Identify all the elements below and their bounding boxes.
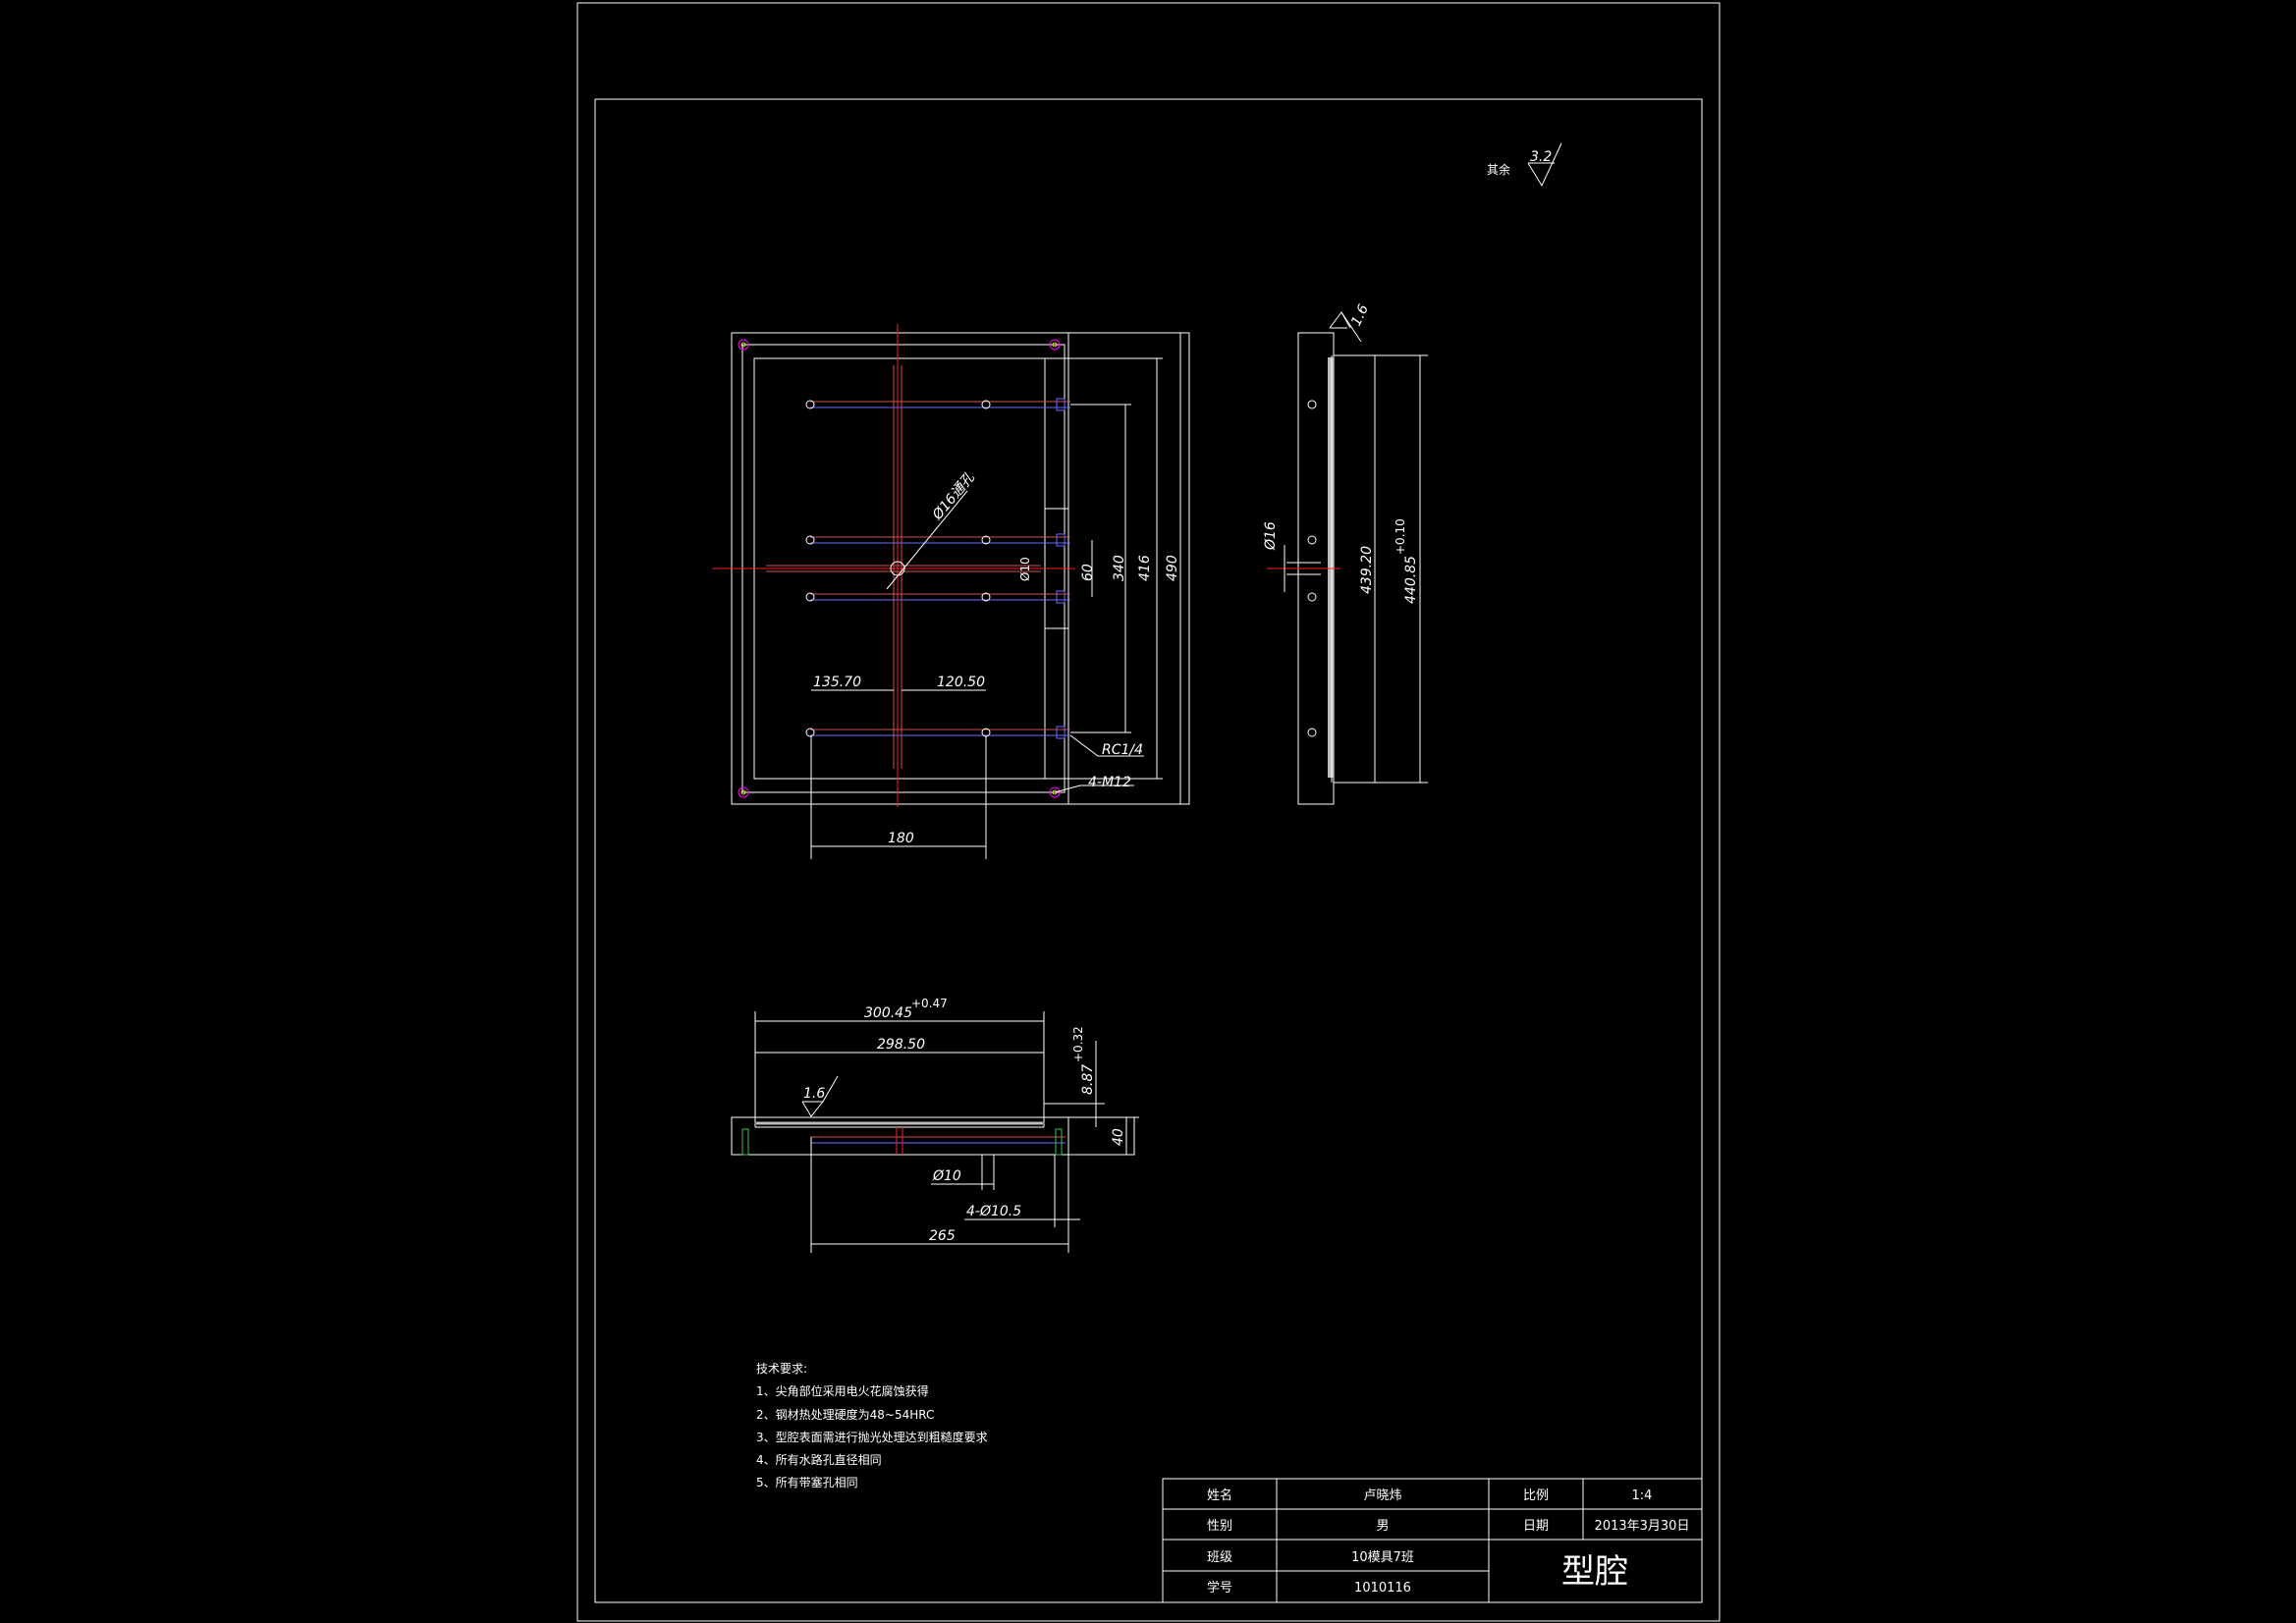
dim-left-width: 135.70	[813, 675, 861, 690]
dim-pitch-mid: 340	[1112, 555, 1127, 581]
tb-class-label: 班级	[1207, 1550, 1232, 1565]
dim-section-depth: 8.87	[1080, 1064, 1096, 1095]
dim-section-span: 265	[929, 1228, 956, 1244]
dim-section-inner: 298.50	[877, 1037, 925, 1053]
dim-height-outer: 490	[1165, 555, 1180, 581]
tb-scale-label: 比例	[1523, 1488, 1549, 1503]
tech-item: 2、钢材热处理硬度为48~54HRC	[756, 1407, 934, 1422]
dim-bolt: 4-M12	[1088, 775, 1131, 790]
tech-item: 5、所有带塞孔相同	[756, 1475, 858, 1489]
dim-right-width: 120.50	[937, 675, 985, 690]
dim-height-inner: 416	[1137, 555, 1153, 581]
cooling-pipe-3	[805, 592, 1070, 602]
dim-side-outer: 440.85	[1403, 556, 1419, 604]
tb-date-label: 日期	[1523, 1519, 1549, 1534]
roughness-general-value: 3.2	[1530, 149, 1552, 165]
tb-scale-value: 1:4	[1632, 1488, 1653, 1503]
inner-frame	[594, 98, 1703, 1603]
dim-section-depth-tol: +0.32	[1071, 1026, 1085, 1062]
tb-class-value: 10模具7班	[1351, 1550, 1414, 1565]
cooling-pipe-1	[805, 400, 1070, 409]
tech-item: 3、型腔表面需进行抛光处理达到粗糙度要求	[756, 1430, 988, 1444]
dim-side-pipe: Ø16	[1263, 521, 1279, 551]
tb-gender-value: 男	[1376, 1519, 1389, 1534]
tech-item: 1、尖角部位采用电火花腐蚀获得	[756, 1383, 929, 1398]
dim-side-inner: 439.20	[1359, 546, 1375, 594]
outer-frame	[576, 2, 1721, 1622]
roughness-side-value: 1.6	[1348, 302, 1372, 329]
roughness-general-label: 其余	[1487, 162, 1510, 177]
side-view: Ø16 1.6 439.20 440.85 +0.10	[1263, 302, 1428, 805]
tb-gender-label: 性别	[1207, 1519, 1232, 1534]
roughness-section-value: 1.6	[803, 1086, 825, 1102]
section-view: 300.45 +0.47 298.50 Ø10 4-Ø10.5 265 8.87…	[731, 997, 1139, 1253]
tb-date-value: 2013年3月30日	[1595, 1519, 1690, 1534]
title-block: 姓名 卢晓炜 比例 1:4 性别 男 日期 2013年3月30日 班级 10模具…	[1162, 1478, 1703, 1603]
tb-name-label: 姓名	[1207, 1488, 1232, 1503]
cooling-pipe-2	[805, 535, 1070, 545]
tb-id-value: 1010116	[1354, 1581, 1411, 1596]
dim-section-pipe: Ø10	[932, 1168, 961, 1184]
tech-requirements: 技术要求: 1、尖角部位采用电火花腐蚀获得 2、钢材热处理硬度为48~54HRC…	[756, 1362, 988, 1489]
dim-side-tol: +0.10	[1394, 518, 1407, 555]
general-roughness-symbol: 其余 3.2	[1487, 142, 1562, 188]
dim-section-outer: 300.45	[864, 1005, 912, 1021]
corner-bolt-holes	[738, 339, 1061, 798]
dim-pitch-small: 60	[1080, 564, 1096, 581]
dim-section-thickness: 40	[1111, 1128, 1126, 1146]
dim-section-holes: 4-Ø10.5	[966, 1204, 1021, 1219]
cooling-pipe-4	[805, 728, 1070, 737]
dim-center-small: Ø10	[1018, 557, 1032, 581]
dim-hole-spacing: 180	[888, 831, 914, 846]
tb-drawing-title: 型腔	[1561, 1552, 1628, 1592]
tech-item: 4、所有水路孔直径相同	[756, 1452, 882, 1467]
tb-name-value: 卢晓炜	[1363, 1488, 1401, 1503]
tech-title: 技术要求:	[756, 1362, 807, 1376]
dim-center-hole: Ø16通孔	[929, 469, 978, 523]
top-view: Ø16通孔 Ø10 135.70 120.50 180 60 340 416 4…	[712, 324, 1190, 859]
dim-rc: RC1/4	[1102, 742, 1143, 758]
tb-id-label: 学号	[1207, 1580, 1232, 1596]
dim-section-outer-tol: +0.47	[911, 997, 948, 1010]
